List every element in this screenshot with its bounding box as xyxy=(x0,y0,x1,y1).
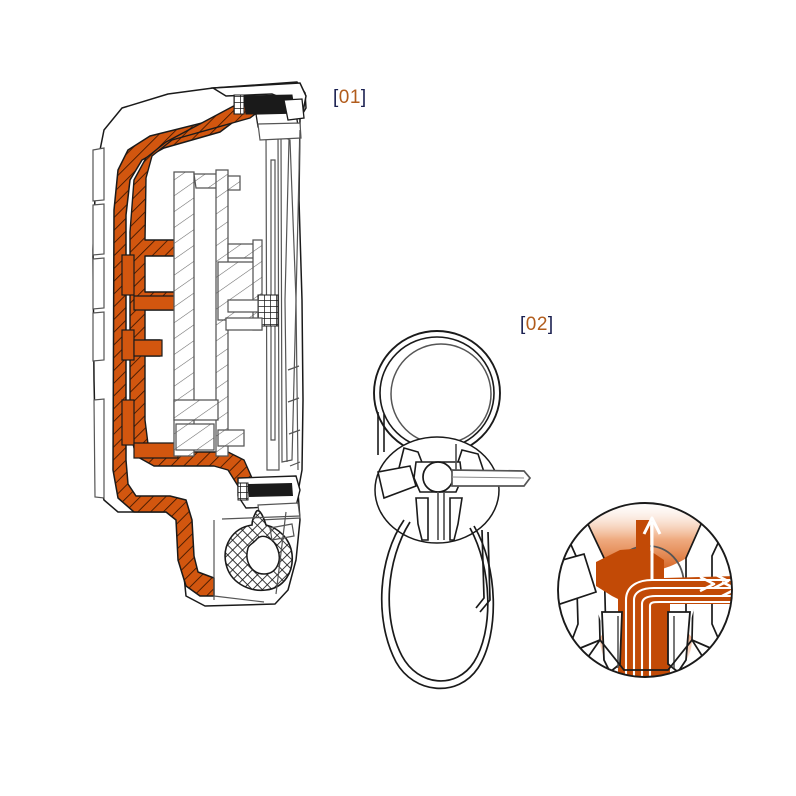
top-latch-detail xyxy=(210,82,307,141)
flow-arrow-right-2 xyxy=(721,580,732,598)
detail-bottom-rim xyxy=(564,638,726,677)
bulb-seal xyxy=(224,509,293,591)
pane-lower-bracket xyxy=(225,299,263,331)
detail-circle-border xyxy=(557,502,733,678)
lower-housing-lines xyxy=(213,511,301,603)
valve-hub xyxy=(413,461,463,493)
callout-02: [02] xyxy=(520,314,554,335)
ring-gap-notch xyxy=(377,412,385,455)
housing-right-contours xyxy=(284,129,301,471)
detail-spout-box xyxy=(558,552,598,610)
callout-02-open: [ xyxy=(520,314,526,335)
callout-01-close: ] xyxy=(361,87,367,108)
bottom-latch-detail xyxy=(237,475,301,521)
spout-nozzle xyxy=(451,469,532,487)
detail-circle-contents xyxy=(558,503,732,677)
valve-lower-legs xyxy=(415,497,463,541)
callout-01: [01] xyxy=(333,87,367,108)
flow-arrow-up xyxy=(642,516,662,580)
svg-text:[01]: [01] xyxy=(333,87,367,108)
flow-arrow-right-1 xyxy=(713,572,730,590)
internal-panel-ribs xyxy=(173,169,263,457)
housing-left-flange xyxy=(92,147,105,499)
loop-tube xyxy=(380,519,495,690)
callout-01-number: 01 xyxy=(339,87,361,108)
glass-pane-edge xyxy=(265,129,297,471)
callout-02-close: ] xyxy=(548,314,554,335)
detail-up-channel xyxy=(636,520,650,580)
callout-01-open: [ xyxy=(333,87,339,108)
svg-text:[02]: [02] xyxy=(520,314,554,335)
pane-retainer-clip xyxy=(257,294,279,327)
detail-nozzle-inner xyxy=(617,616,675,668)
callout-02-number: 02 xyxy=(526,314,548,335)
valve-riser xyxy=(437,444,457,540)
flow-arrow-right-3 xyxy=(699,575,716,593)
outer-gasket-profile xyxy=(112,91,245,597)
